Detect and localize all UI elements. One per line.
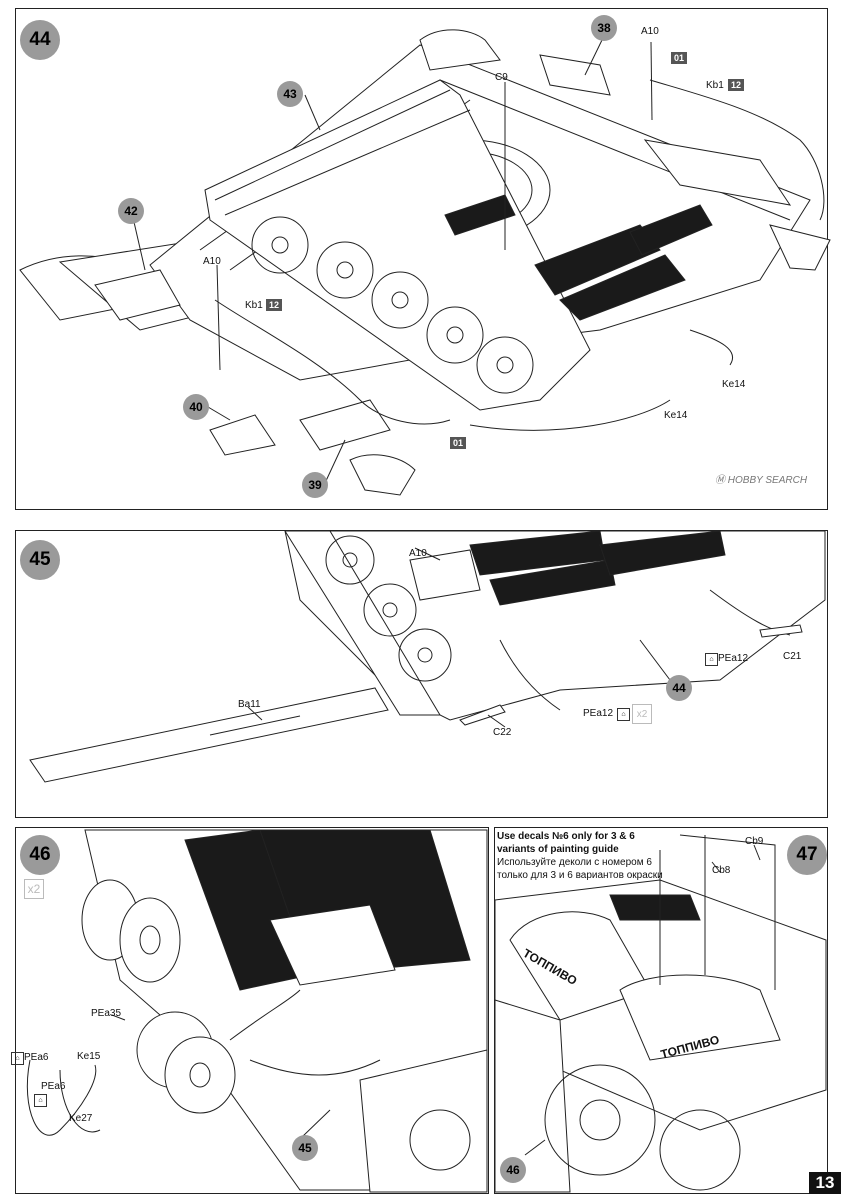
photo-etch-icon: ⌂ xyxy=(705,653,718,666)
decal-note-en-1: Use decals №6 only for 3 & 6 xyxy=(497,831,635,842)
label-pea6-b: PEa6 xyxy=(41,1081,66,1092)
decal-01-top: 01 xyxy=(671,52,688,64)
photo-etch-icon: ⌂ xyxy=(34,1094,47,1107)
part-40-callout: 40 xyxy=(183,394,209,420)
step-44-number: 44 xyxy=(20,20,60,60)
label-c9: C9 xyxy=(495,72,508,83)
label-a10-top: A10 xyxy=(641,26,659,37)
label-c22: C22 xyxy=(493,727,512,738)
decal-note-ru-1: Используйте деколи с номером 6 xyxy=(497,857,652,868)
decal-note-en-2: variants of painting guide xyxy=(497,844,619,855)
part-42-callout: 42 xyxy=(118,198,144,224)
quantity-x2-badge: x2 xyxy=(24,879,44,899)
label-ke15: Ke15 xyxy=(77,1051,101,1062)
decal-note: Use decals №6 only for 3 & 6 variants of… xyxy=(497,830,663,882)
decal-01-bottom: 01 xyxy=(450,437,467,449)
part-39-callout: 39 xyxy=(302,472,328,498)
label-c21: C21 xyxy=(783,651,802,662)
watermark-text: HOBBY SEARCH xyxy=(727,475,808,486)
label-kb1-right: Kb1 xyxy=(706,80,724,91)
label-pea12-right: PEa12 xyxy=(718,653,749,664)
photo-etch-icon: ⌂ xyxy=(11,1052,24,1065)
label-pea35: PEa35 xyxy=(91,1008,122,1019)
step-46-number: 46 xyxy=(20,835,60,875)
page-number: 13 xyxy=(809,1172,841,1194)
label-ke14-mid: Ke14 xyxy=(664,410,688,421)
part-38-callout: 38 xyxy=(591,15,617,41)
step-45-number: 45 xyxy=(20,540,60,580)
hobby-search-logo: Ⓜ xyxy=(715,475,728,486)
label-ke14-right: Ke14 xyxy=(722,379,746,390)
decal-note-ru-2: только для 3 и 6 вариантов окраски xyxy=(497,870,663,881)
decal-12-right: 12 xyxy=(728,79,745,91)
label-ke27: Ke27 xyxy=(69,1113,93,1124)
label-cb8: Cb8 xyxy=(712,865,731,876)
label-a10: A10 xyxy=(409,548,427,559)
label-cb9: Cb9 xyxy=(745,836,764,847)
label-ba11: Ba11 xyxy=(238,699,261,710)
label-pea6-a: PEa6 xyxy=(24,1052,49,1063)
step-47-number: 47 xyxy=(787,835,827,875)
part-46-callout: 46 xyxy=(500,1157,526,1183)
label-pea12-bottom: PEa12 xyxy=(583,708,614,719)
watermark: Ⓜ HOBBY SEARCH xyxy=(715,471,807,486)
photo-etch-icon: ⌂ xyxy=(617,708,630,721)
decal-12-left: 12 xyxy=(266,299,283,311)
label-kb1-left: Kb1 xyxy=(245,300,263,311)
label-a10-left: A10 xyxy=(203,256,221,267)
part-44-callout: 44 xyxy=(666,675,692,701)
part-43-callout: 43 xyxy=(277,81,303,107)
quantity-x2-badge: x2 xyxy=(632,704,652,724)
part-45-callout: 45 xyxy=(292,1135,318,1161)
